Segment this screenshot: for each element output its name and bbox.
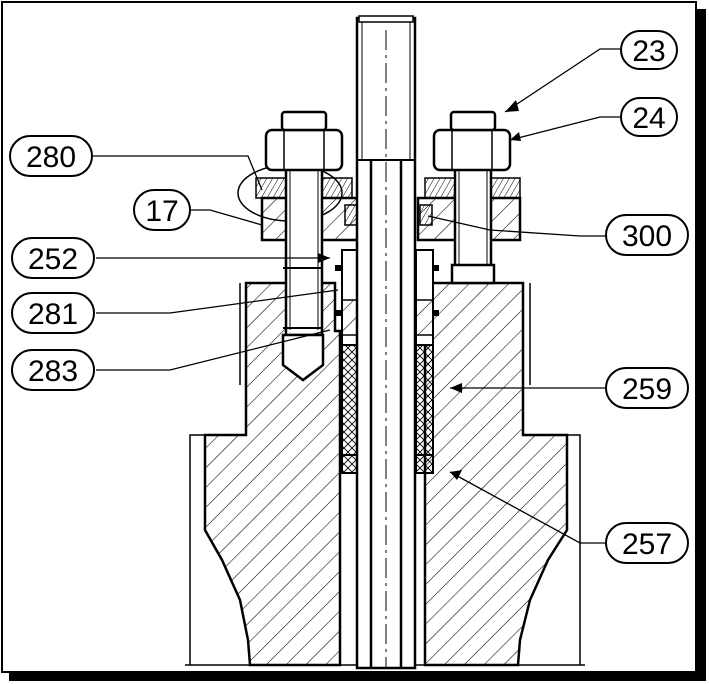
- callout-257: 257: [605, 522, 689, 564]
- svg-text:24: 24: [632, 102, 665, 135]
- svg-text:283: 283: [28, 355, 78, 388]
- callout-283: 283: [11, 349, 95, 391]
- packing-rings: [341, 249, 434, 474]
- callout-259: 259: [605, 367, 689, 409]
- callout-23: 23: [620, 30, 678, 70]
- left-nut: [264, 128, 344, 172]
- valve-stem: [355, 15, 417, 670]
- svg-text:280: 280: [26, 141, 76, 174]
- callout-252: 252: [11, 237, 95, 279]
- body-outline-left: [189, 434, 205, 665]
- svg-text:23: 23: [632, 35, 665, 68]
- right-stud-bolt: [432, 110, 512, 285]
- leader-arrows: [318, 100, 521, 480]
- svg-text:300: 300: [622, 220, 672, 253]
- callout-280: 280: [9, 135, 93, 177]
- leader-lines: [91, 48, 621, 544]
- callout-281: 281: [11, 292, 95, 334]
- o-rings: [335, 265, 439, 316]
- svg-text:259: 259: [622, 373, 672, 406]
- svg-text:17: 17: [145, 195, 178, 228]
- right-nut: [432, 128, 512, 172]
- svg-text:281: 281: [28, 298, 78, 331]
- callout-24: 24: [620, 97, 678, 137]
- callout-17: 17: [133, 189, 191, 231]
- svg-text:252: 252: [28, 243, 78, 276]
- left-stud-bolt: [264, 110, 344, 382]
- callout-300: 300: [605, 214, 689, 256]
- svg-text:257: 257: [622, 528, 672, 561]
- body-outline-right: [567, 434, 581, 665]
